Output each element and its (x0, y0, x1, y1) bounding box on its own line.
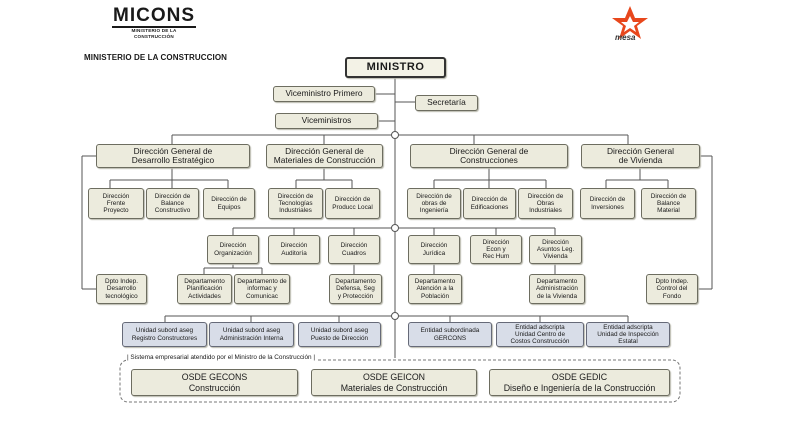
dpto-desarrollo-tecnologico-box: Dpto Indep. Desarrollo tecnológico (96, 274, 147, 304)
direccion-edificaciones-box: Dirección de Edificaciones (463, 188, 516, 219)
micons-logo-subtitle: MINISTERIO DE LA CONSTRUCCIÓN (131, 28, 177, 39)
direccion-juridica-box: Dirección Jurídica (408, 235, 460, 264)
page-title: MINISTERIO DE LA CONSTRUCCION (84, 53, 228, 62)
direccion-econ-rec-hum-box: Dirección Econ y Rec Hum (470, 235, 522, 264)
direccion-tecnologias-box: Dirección de Tecnologías Industriales (268, 188, 323, 219)
entidad-centro-costos-box: Entidad adscripta Unidad Centro de Costo… (496, 322, 584, 347)
direccion-obras-industriales-box: Dirección de Obras Industriales (518, 188, 573, 219)
sistema-empresarial-label: | Sistema empresarial atendido por el Mi… (126, 354, 317, 361)
direccion-producc-local-box: Dirección de Producc Local (325, 188, 380, 219)
direccion-obras-ingenieria-box: Dirección de obras de Ingeniería (407, 188, 461, 219)
viceministro-primero-box: Viceministro Primero (273, 86, 375, 102)
ministro-box: MINISTRO (345, 57, 446, 78)
direccion-general-vivienda-box: Dirección General de Vivienda (581, 144, 700, 168)
direccion-general-desarrollo-box: Dirección General de Desarrollo Estratég… (96, 144, 250, 168)
direccion-inversiones-box: Dirección de Inversiones (580, 188, 635, 219)
osde-geicon-box: OSDE GEICON Materiales de Construcción (311, 369, 477, 396)
micons-logo-name: MICONS (113, 5, 195, 26)
direccion-organizacion-box: Dirección Organización (207, 235, 259, 264)
direccion-general-construcciones-box: Dirección General de Construcciones (410, 144, 568, 168)
osde-gedic-box: OSDE GEDIC Diseño e Ingeniería de la Con… (489, 369, 670, 396)
entidad-gercons-box: Entidad subordinada GERCONS (408, 322, 492, 347)
entidad-inspeccion-estatal-box: Entidad adscripta Unidad de Inspección E… (586, 322, 670, 347)
secretaria-box: Secretaría (415, 95, 478, 111)
micons-logo-bar (112, 26, 196, 28)
mesa-star-icon (612, 6, 648, 39)
direccion-balance-constructivo-box: Dirección de Balance Constructivo (146, 188, 199, 219)
viceministros-box: Viceministros (275, 113, 378, 129)
unidad-registro-constructores-box: Unidad subord aseg Registro Constructore… (122, 322, 207, 347)
direccion-frente-proyecto-box: Dirección Frente Proyecto (88, 188, 144, 219)
direccion-equipos-box: Dirección de Equipos (203, 188, 255, 219)
direccion-general-materiales-box: Dirección General de Materiales de Const… (266, 144, 383, 168)
departamento-atencion-poblacion-box: Departamento Atención a la Población (408, 274, 462, 304)
direccion-auditoria-box: Dirección Auditoría (268, 235, 320, 264)
departamento-administracion-vivienda-box: Departamento Administración de la Vivien… (529, 274, 585, 304)
departamento-defensa-box: Departamento Defensa, Seg y Protección (329, 274, 382, 304)
osde-gecons-box: OSDE GECONS Construcción (131, 369, 298, 396)
unidad-administracion-interna-box: Unidad subord aseg Administración Intern… (209, 322, 294, 347)
dpto-control-fondo-box: Dpto Indep. Control del Fondo (646, 274, 698, 304)
direccion-balance-material-box: Dirección de Balance Material (641, 188, 696, 219)
mesa-logo-name: mesa (615, 33, 636, 42)
departamento-informacion-box: Departamento de informac y Comunicac (234, 274, 290, 304)
direccion-cuadros-box: Dirección Cuadros (328, 235, 380, 264)
direccion-asuntos-leg-box: Dirección Asuntos Leg. Vivienda (529, 235, 582, 264)
departamento-planificacion-box: Departamento Planificación Actividades (177, 274, 232, 304)
unidad-puesto-direccion-box: Unidad subord aseg Puesto de Dirección (298, 322, 381, 347)
micons-logo: MICONS MINISTERIO DE LA CONSTRUCCIÓN (112, 6, 196, 40)
